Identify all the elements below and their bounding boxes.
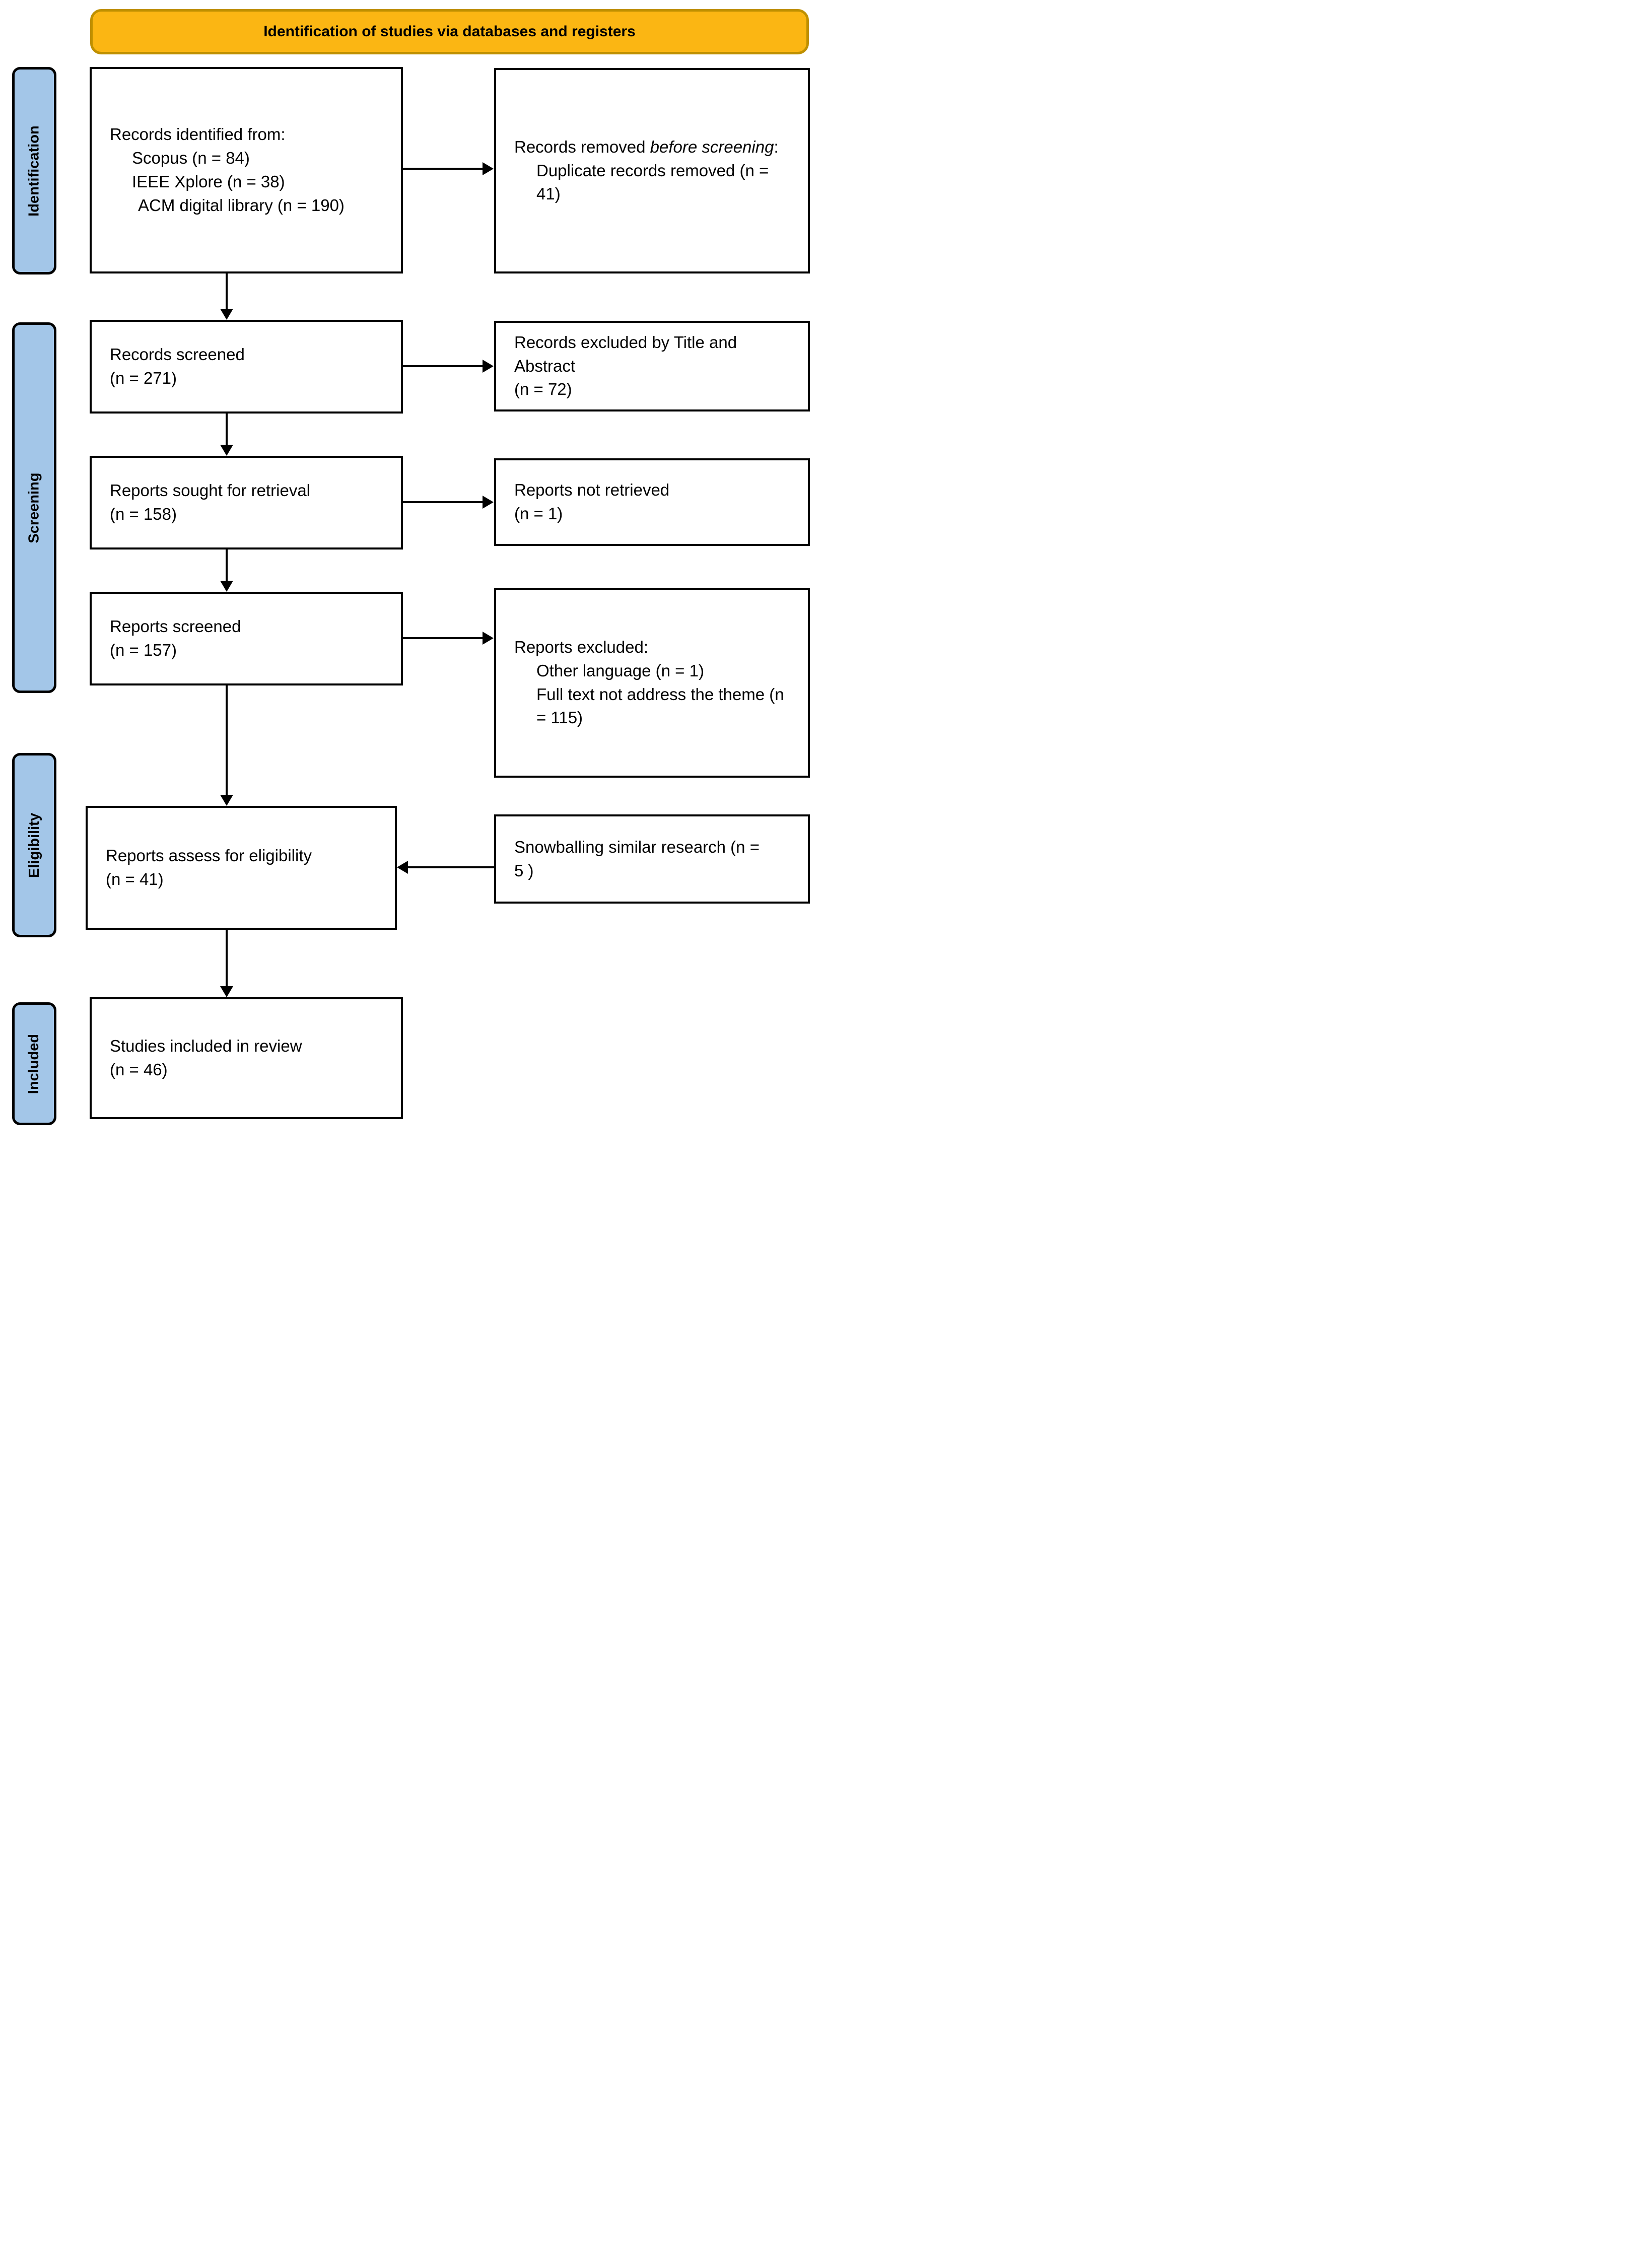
arrow-sought-to-not-retrieved-line bbox=[403, 501, 483, 503]
arrow-assessed-to-included-head bbox=[220, 986, 233, 997]
reports-not-retrieved-count: (n = 1) bbox=[514, 504, 563, 523]
arrow-screened-to-sought-line bbox=[226, 414, 228, 445]
reports-sought-count: (n = 158) bbox=[110, 505, 177, 523]
arrow-sought-to-reports-screened-head bbox=[220, 581, 233, 592]
stage-eligibility: Eligibility bbox=[12, 753, 56, 937]
source-acm-library: ACM digital library (n = 190) bbox=[138, 195, 345, 215]
box-reports-screened: Reports screened (n = 157) bbox=[90, 592, 403, 685]
reports-screened-label: Reports screened bbox=[110, 617, 241, 636]
box-records-screened: Records screened (n = 271) bbox=[90, 320, 403, 414]
stage-identification-label: Identification bbox=[26, 125, 42, 217]
arrow-snowballing-to-assessed-line bbox=[408, 866, 494, 868]
box-records-excluded: Records excluded by Title and Abstract (… bbox=[494, 321, 810, 411]
excluded-reason-theme: Full text not address the theme (n = 115… bbox=[536, 684, 784, 727]
reports-screened-count: (n = 157) bbox=[110, 641, 177, 659]
excluded-reason-language: Other language (n = 1) bbox=[536, 661, 704, 680]
records-screened-label: Records screened bbox=[110, 345, 245, 364]
duplicates-removed: Duplicate records removed (n = 41) bbox=[536, 161, 769, 203]
snowballing-label: Snowballing similar research (n = bbox=[514, 837, 760, 856]
box-snowballing: Snowballing similar research (n = 5 ) bbox=[494, 814, 810, 904]
arrow-reports-screened-to-assessed-line bbox=[226, 685, 228, 795]
prisma-flow-diagram: Identification of studies via databases … bbox=[0, 0, 824, 1134]
reports-assessed-label: Reports assess for eligibility bbox=[106, 846, 312, 865]
title-banner: Identification of studies via databases … bbox=[90, 9, 809, 54]
records-removed-emphasis: before screening bbox=[650, 137, 774, 156]
arrow-identified-to-removed-head bbox=[483, 162, 494, 175]
stage-included-label: Included bbox=[26, 1034, 42, 1094]
records-excluded-count: (n = 72) bbox=[514, 380, 572, 399]
arrow-identified-to-screened-line bbox=[226, 273, 228, 309]
box-reports-not-retrieved: Reports not retrieved (n = 1) bbox=[494, 458, 810, 546]
records-removed-suffix: : bbox=[774, 137, 779, 156]
source-scopus: Scopus (n = 84) bbox=[132, 149, 250, 168]
box-reports-assessed: Reports assess for eligibility (n = 41) bbox=[86, 806, 397, 930]
records-screened-count: (n = 271) bbox=[110, 369, 177, 387]
arrow-identified-to-screened-head bbox=[220, 309, 233, 320]
stage-identification: Identification bbox=[12, 67, 56, 274]
stage-screening: Screening bbox=[12, 322, 56, 693]
stage-screening-label: Screening bbox=[26, 472, 42, 543]
snowballing-count: 5 ) bbox=[514, 861, 534, 880]
arrow-identified-to-removed-line bbox=[403, 168, 483, 170]
records-removed-label: Records removed before screening: bbox=[514, 135, 796, 159]
box-reports-sought: Reports sought for retrieval (n = 158) bbox=[90, 456, 403, 549]
reports-excluded-label: Reports excluded: bbox=[514, 637, 648, 656]
arrow-screened-to-excluded-head bbox=[483, 360, 494, 373]
arrow-sought-to-reports-screened-line bbox=[226, 549, 228, 581]
arrow-screened-to-excluded-line bbox=[403, 365, 483, 367]
arrow-reports-screened-to-assessed-head bbox=[220, 795, 233, 806]
arrow-reports-screened-to-excluded-head bbox=[483, 632, 494, 645]
title-banner-label: Identification of studies via databases … bbox=[263, 23, 636, 40]
box-studies-included: Studies included in review (n = 46) bbox=[90, 997, 403, 1119]
stage-included: Included bbox=[12, 1002, 56, 1125]
reports-sought-label: Reports sought for retrieval bbox=[110, 481, 311, 500]
box-records-identified: Records identified from: Scopus (n = 84)… bbox=[90, 67, 403, 273]
stage-eligibility-label: Eligibility bbox=[26, 812, 42, 878]
studies-included-label: Studies included in review bbox=[110, 1037, 302, 1056]
source-ieee-xplore: IEEE Xplore (n = 38) bbox=[132, 172, 285, 191]
arrow-snowballing-to-assessed-head bbox=[397, 861, 408, 874]
records-excluded-label: Records excluded by Title and Abstract bbox=[514, 332, 737, 375]
arrow-reports-screened-to-excluded-line bbox=[403, 637, 483, 639]
box-reports-excluded: Reports excluded: Other language (n = 1)… bbox=[494, 588, 810, 778]
arrow-screened-to-sought-head bbox=[220, 445, 233, 456]
records-identified-label: Records identified from: bbox=[110, 125, 286, 144]
box-records-removed: Records removed before screening: Duplic… bbox=[494, 68, 810, 273]
arrow-assessed-to-included-line bbox=[226, 930, 228, 986]
arrow-sought-to-not-retrieved-head bbox=[483, 496, 494, 509]
studies-included-count: (n = 46) bbox=[110, 1060, 168, 1079]
records-removed-prefix: Records removed bbox=[514, 137, 650, 156]
reports-not-retrieved-label: Reports not retrieved bbox=[514, 480, 670, 500]
reports-assessed-count: (n = 41) bbox=[106, 870, 164, 888]
